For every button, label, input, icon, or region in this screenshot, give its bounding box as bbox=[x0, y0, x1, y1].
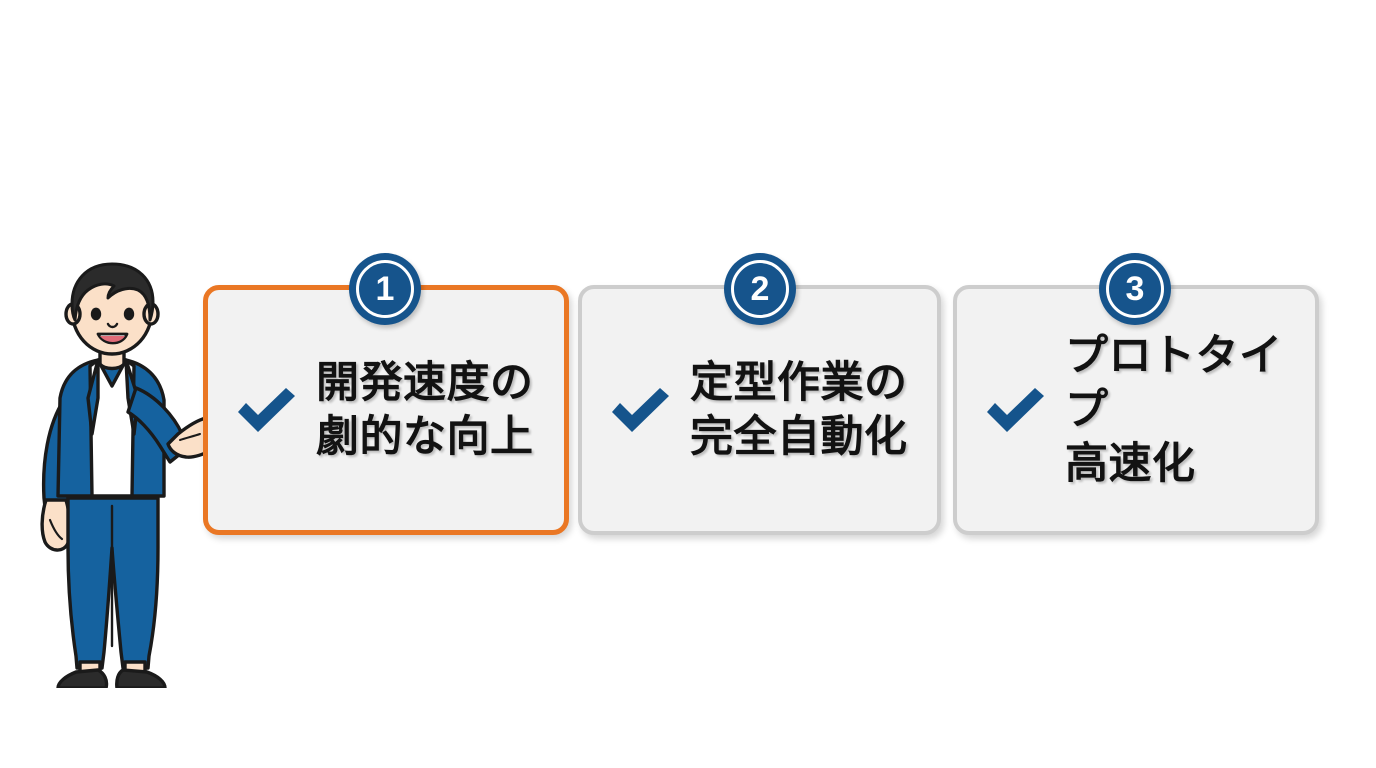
benefit-card-3-label: プロトタイプ 高速化 bbox=[1065, 332, 1283, 488]
check-mark-icon bbox=[230, 374, 302, 446]
number-badge-2: 2 bbox=[724, 253, 796, 325]
card-1-content: 開発速度の 劇的な向上 bbox=[208, 356, 534, 464]
badge-number-1: 1 bbox=[375, 270, 395, 308]
badge-number-2: 2 bbox=[750, 270, 770, 308]
badge-number-3: 3 bbox=[1125, 270, 1145, 308]
number-badge-3: 3 bbox=[1099, 253, 1171, 325]
badge-ring-3 bbox=[1106, 260, 1164, 318]
benefit-card-3[interactable]: プロトタイプ 高速化 bbox=[953, 285, 1319, 535]
benefit-card-1-label: 開発速度の 劇的な向上 bbox=[316, 359, 534, 461]
card-3-content: プロトタイプ 高速化 bbox=[957, 329, 1315, 491]
benefit-card-1[interactable]: 開発速度の 劇的な向上 bbox=[203, 285, 569, 535]
badge-ring-1 bbox=[356, 260, 414, 318]
number-badge-1: 1 bbox=[349, 253, 421, 325]
benefit-card-2-label: 定型作業の 完全自動化 bbox=[690, 359, 908, 461]
card-2-content: 定型作業の 完全自動化 bbox=[582, 356, 908, 464]
check-mark-icon bbox=[604, 374, 676, 446]
badge-ring-2 bbox=[731, 260, 789, 318]
check-mark-icon bbox=[979, 374, 1051, 446]
